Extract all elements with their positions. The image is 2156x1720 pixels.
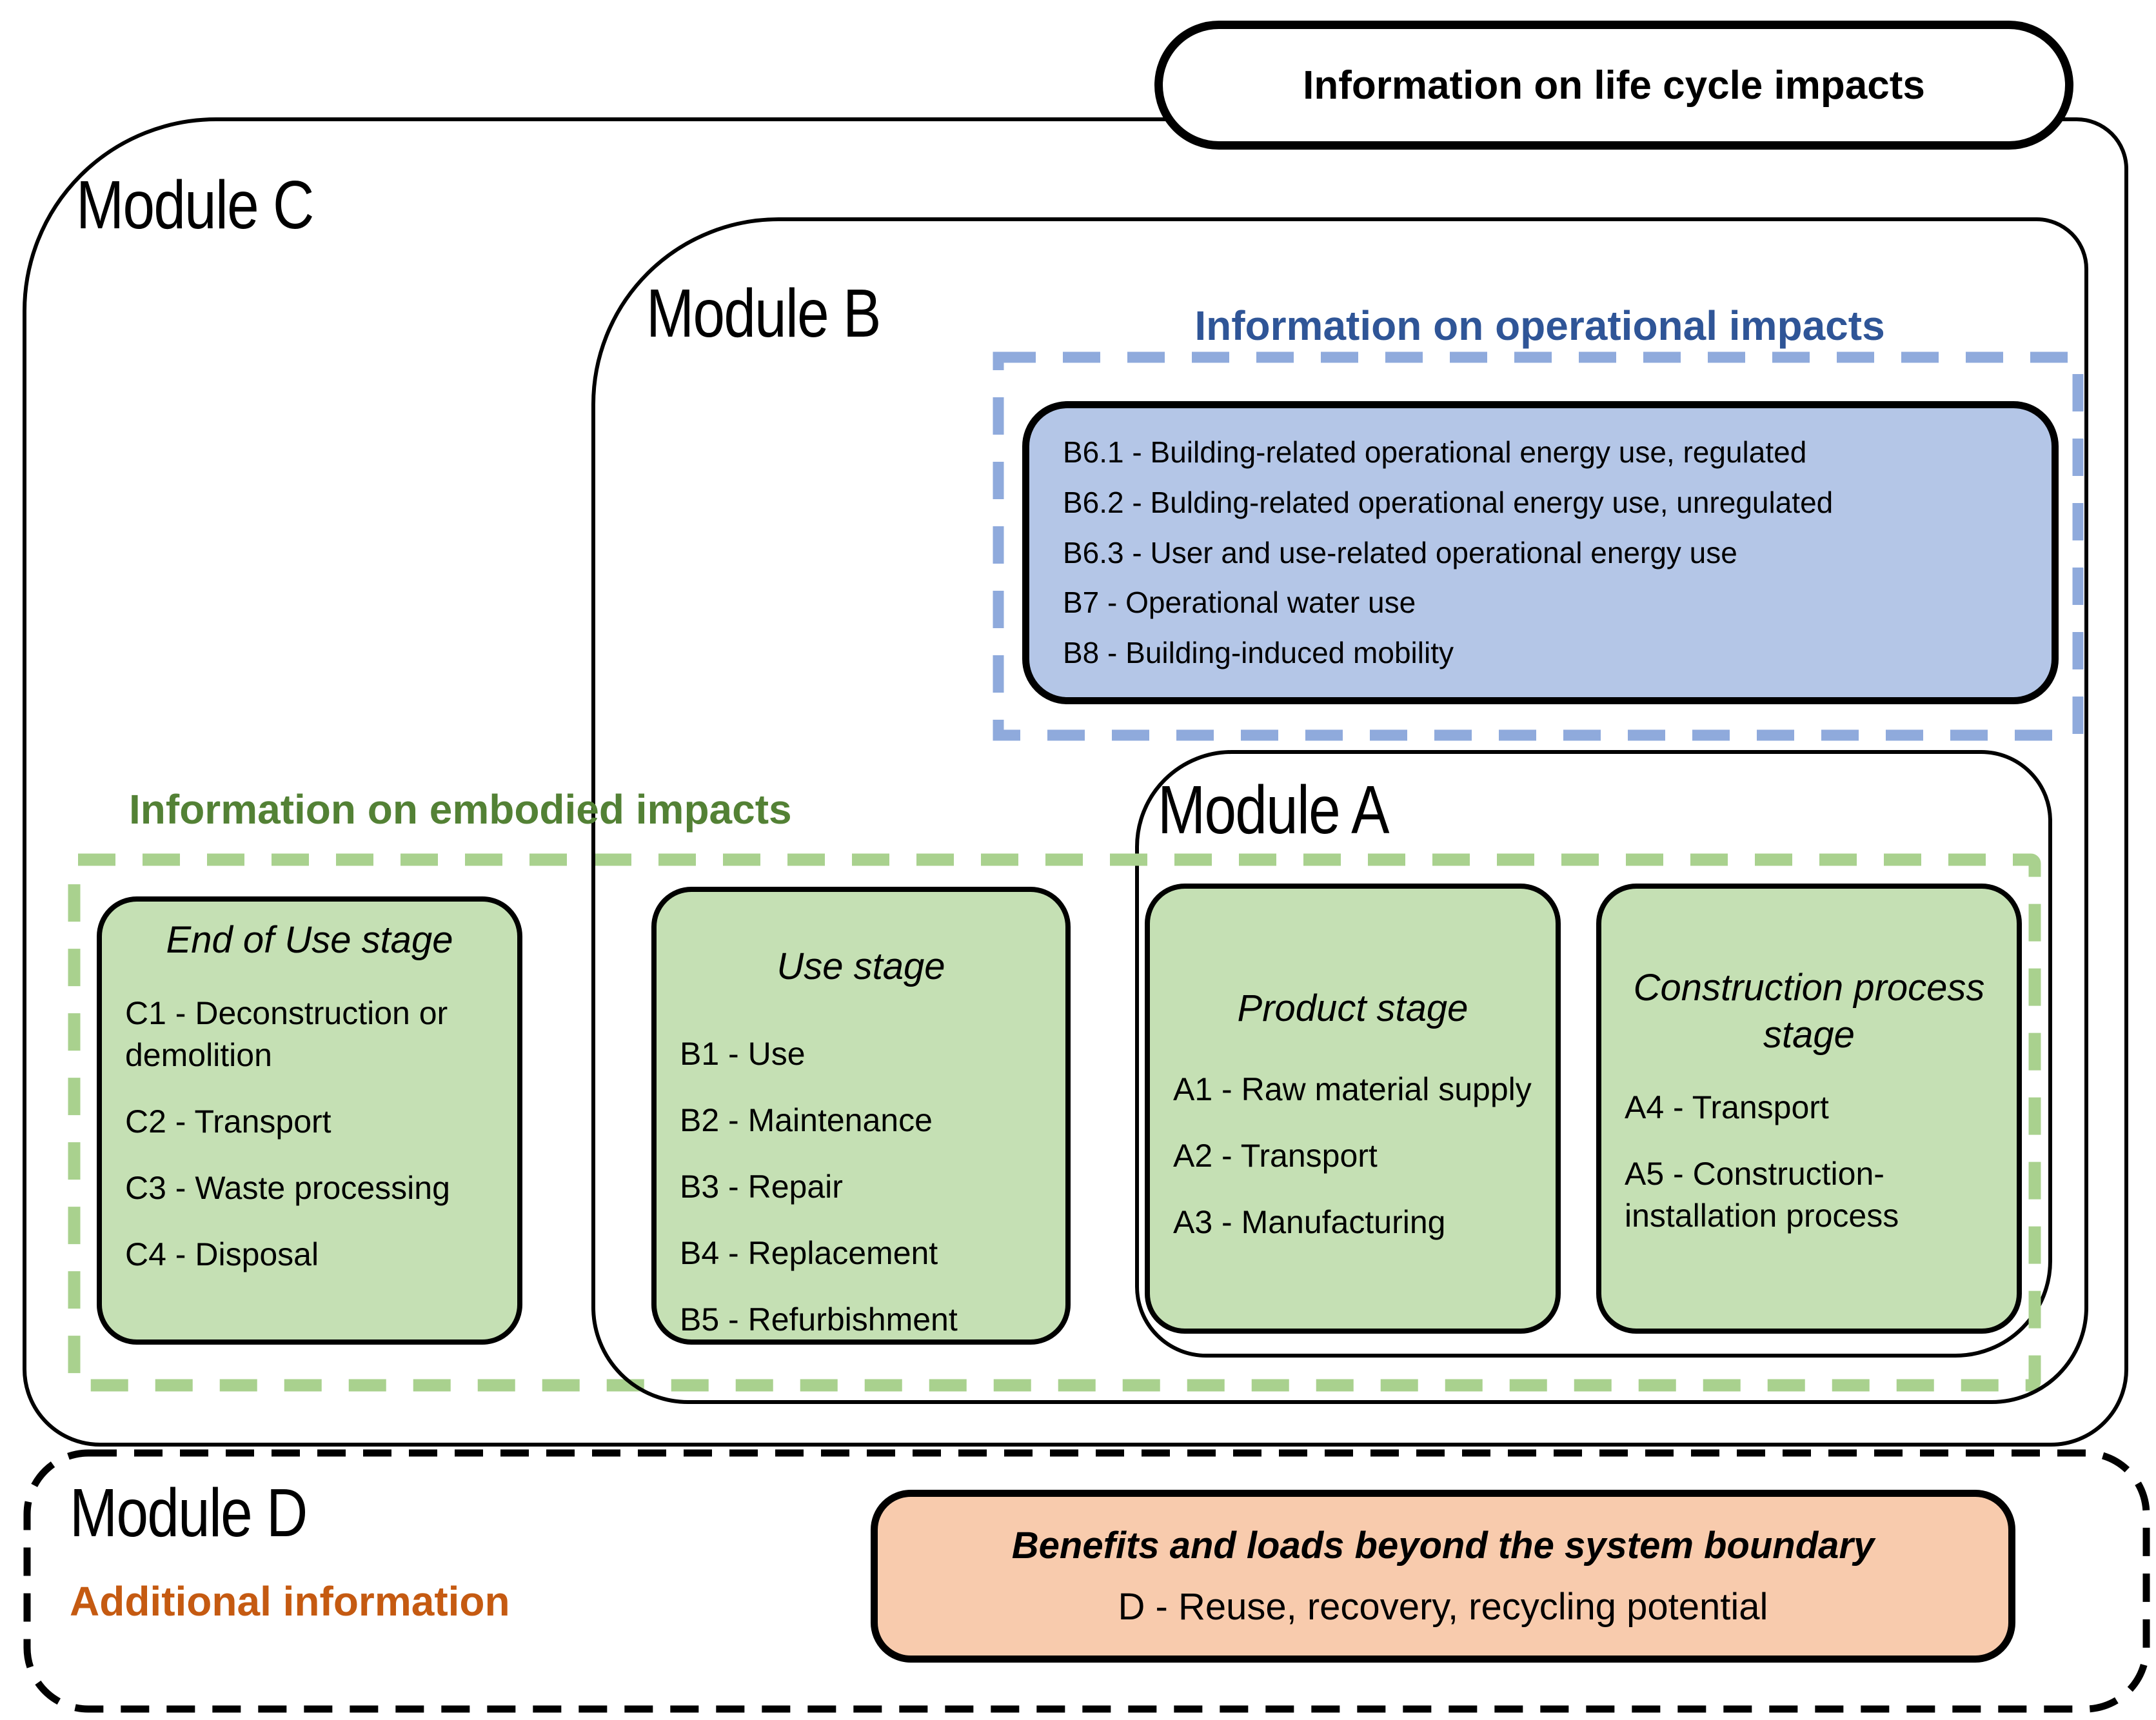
stage-item: C1 - Deconstruction or demolition — [125, 994, 448, 1073]
stage-item: B4 - Replacement — [680, 1234, 938, 1271]
stage-item: B3 - Repair — [680, 1168, 843, 1205]
module-b-label: Module B — [646, 275, 881, 351]
stage-item: A3 - Manufacturing — [1173, 1203, 1446, 1240]
operational-item: B6.1 - Building-related operational ener… — [1063, 435, 1807, 470]
benefits-box-title: Benefits and loads beyond the system bou… — [1011, 1525, 1875, 1567]
construction-process-stage-box: Construction process stage A4 - Transpor… — [1596, 884, 2022, 1334]
operational-item: B8 - Building-induced mobility — [1063, 636, 1454, 670]
stage-item: B1 - Use — [680, 1035, 806, 1072]
stage-title: Product stage — [1237, 987, 1469, 1029]
stage-item: A4 - Transport — [1625, 1089, 1829, 1125]
additional-information-heading: Additional information — [70, 1578, 510, 1625]
life-cycle-impacts-pill: Information on life cycle impacts — [1154, 21, 2073, 150]
use-stage-box: Use stage B1 - Use B2 - Maintenance B3 -… — [651, 887, 1071, 1345]
module-b-boundary — [591, 217, 2088, 1404]
stage-item: C2 - Transport — [125, 1103, 331, 1140]
benefits-box-item: D - Reuse, recovery, recycling potential — [1118, 1586, 1768, 1628]
operational-impacts-box: B6.1 - Building-related operational ener… — [1022, 401, 2059, 704]
module-c-boundary — [23, 117, 2128, 1447]
stage-item: A2 - Transport — [1173, 1137, 1378, 1174]
embodied-impacts-heading: Information on embodied impacts — [129, 786, 792, 833]
stage-item: C3 - Waste processing — [125, 1169, 450, 1206]
product-stage-box: Product stage A1 - Raw material supply A… — [1145, 884, 1561, 1334]
module-a-label: Module A — [1158, 772, 1389, 848]
operational-impacts-heading: Information on operational impacts — [1194, 302, 1885, 349]
stage-item: C4 - Disposal — [125, 1236, 319, 1272]
operational-item: B6.2 - Bulding-related operational energ… — [1063, 485, 1834, 519]
stage-item: A5 - Construction-installation process — [1625, 1156, 1899, 1234]
stage-item: B2 - Maintenance — [680, 1102, 933, 1138]
module-c-label: Module C — [76, 167, 314, 243]
benefits-box: Benefits and loads beyond the system bou… — [871, 1490, 2015, 1663]
operational-item: B6.3 - User and use-related operational … — [1063, 535, 1737, 569]
stage-item: A1 - Raw material supply — [1173, 1071, 1532, 1107]
end-of-use-stage-box: End of Use stage C1 - Deconstruction or … — [97, 896, 522, 1345]
stage-title: Use stage — [776, 945, 945, 987]
life-cycle-impacts-title: Information on life cycle impacts — [1303, 63, 1925, 108]
stage-title: End of Use stage — [166, 919, 453, 961]
operational-item: B7 - Operational water use — [1063, 586, 1416, 620]
module-d-label: Module D — [70, 1475, 308, 1551]
stage-title: Construction process stage — [1633, 967, 1985, 1056]
stage-item: B5 - Refurbishment — [680, 1301, 958, 1338]
